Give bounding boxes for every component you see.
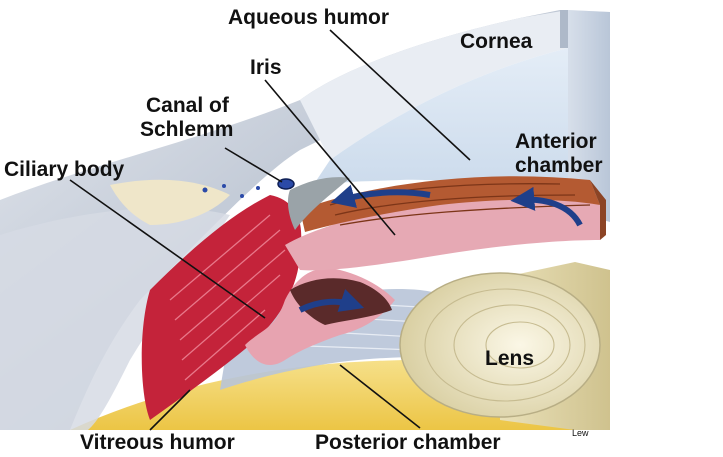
aqueous-flow-arrow-icon [330,184,431,208]
label-anterior-chamber-line1: Anterior [515,130,597,153]
ciliary-body [141,195,302,420]
lens-layers [424,288,586,402]
aqueous-flow-arrow-icon [298,289,365,313]
label-lens: Lens [485,347,534,370]
scleral-vessel-dots [202,184,260,198]
leader-vitreous-humor [149,389,191,431]
aqueous-flow-arrow-icon [510,186,583,227]
label-anterior-chamber-line2: chamber [515,154,603,177]
leader-ciliary-body [69,179,266,319]
iris-cut-edge [590,180,606,240]
leader-iris [264,79,396,236]
label-iris: Iris [250,56,282,79]
label-canal-of-schlemm-line2: Schlemm [140,118,233,141]
artist-signature: Lew [572,428,589,438]
leader-aqueous-humor [329,29,471,161]
leader-canal-of-schlemm [224,147,283,183]
label-canal-of-schlemm-line1: Canal of [146,94,230,117]
iris-pink-stroma [285,195,600,271]
leader-posterior-chamber [339,364,421,429]
label-vitreous-humor: Vitreous humor [80,431,235,454]
cornea-cut-face [568,10,610,222]
label-aqueous-humor: Aqueous humor [228,6,389,29]
background-right [612,0,723,457]
label-cornea: Cornea [460,30,533,53]
label-posterior-chamber: Posterior chamber [315,431,501,454]
anterior-chamber-region [310,48,568,210]
sclera-tan-layer [110,179,230,225]
sclera-inner-layer [0,207,230,430]
lens [399,272,601,418]
label-ciliary-body: Ciliary body [4,158,125,181]
cornea-surface [300,10,610,160]
cornea-top-face [560,10,568,48]
